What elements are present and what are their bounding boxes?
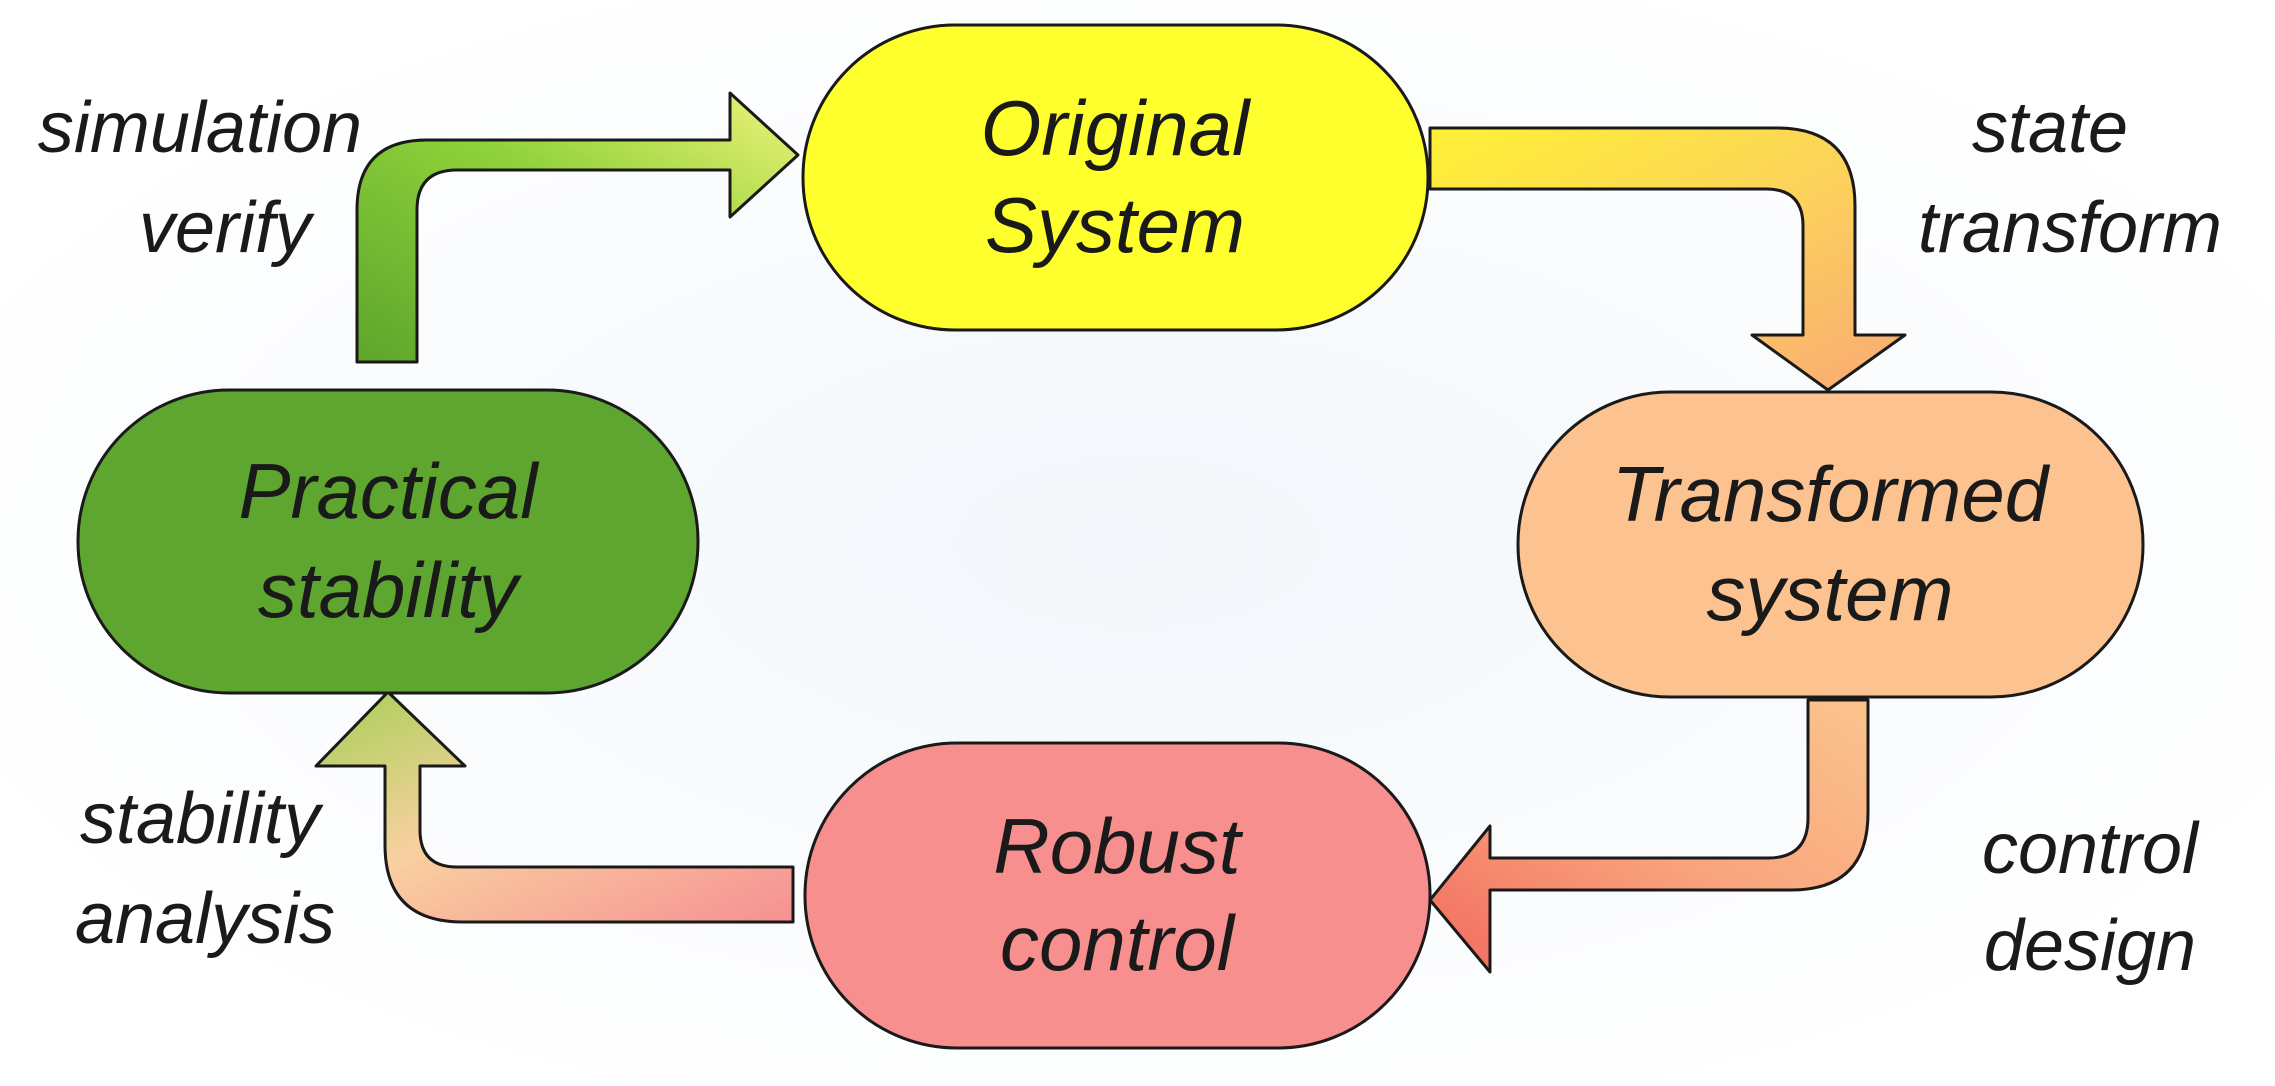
node-transformed-system: Transformed system: [1516, 390, 2145, 699]
label-simulation-line2: verify: [139, 188, 315, 268]
node-original-system-line2: System: [985, 181, 1245, 269]
label-state-transform-line2: transform: [1918, 188, 2222, 268]
node-practical-stability-shape: [76, 388, 700, 695]
node-transformed-system-shape: [1516, 390, 2145, 699]
node-robust-control-line2: control: [1000, 899, 1237, 987]
node-practical-stability-line1: Practical: [238, 447, 540, 535]
node-robust-control-shape: [803, 741, 1432, 1050]
label-state-transform-line1: state: [1972, 88, 2128, 168]
node-practical-stability-line2: stability: [258, 546, 522, 634]
node-robust-control-line1: Robust: [993, 802, 1243, 890]
node-robust-control: Robust control: [803, 741, 1432, 1050]
node-practical-stability: Practical stability: [76, 388, 700, 695]
arrow-control-design: [1428, 698, 1870, 974]
arrow-state-transform: [1428, 126, 1907, 392]
node-original-system-line1: Original: [981, 84, 1252, 172]
label-control-design-line1: control: [1982, 809, 2200, 889]
node-original-system-shape: [801, 23, 1430, 332]
label-simulation-line1: simulation: [38, 88, 362, 168]
label-control-design-line2: design: [1984, 906, 2196, 986]
node-transformed-system-line1: Transformed: [1612, 450, 2051, 538]
arrow-stability-analysis: [314, 690, 795, 924]
node-transformed-system-line2: system: [1706, 549, 1953, 637]
label-stability-analysis-line1: stability: [80, 779, 324, 859]
node-original-system: Original System: [801, 23, 1430, 332]
label-stability-analysis-line2: analysis: [75, 879, 335, 959]
arrow-simulation-verify: [355, 91, 800, 364]
